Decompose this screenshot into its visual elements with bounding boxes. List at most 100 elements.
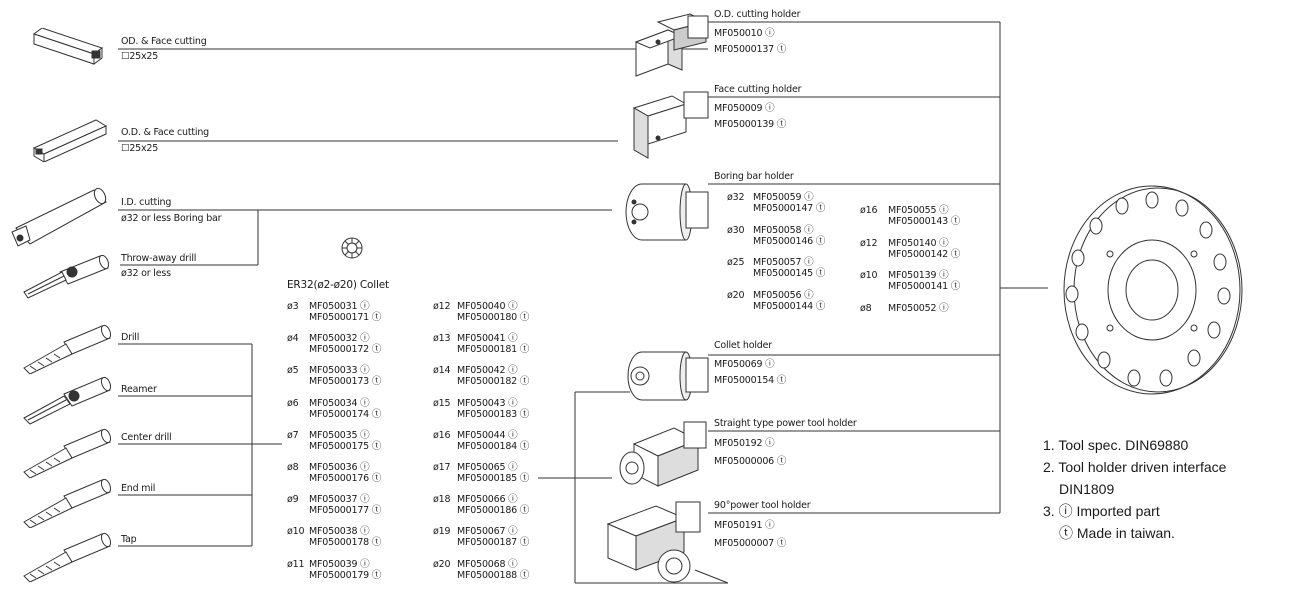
part-code-imported: MF050058 ⓘ xyxy=(753,224,814,236)
notes-block: 1. Tool spec. DIN69880 2. Tool holder dr… xyxy=(1043,434,1226,544)
part-code-imported: MF050038 ⓘ xyxy=(309,526,370,538)
part-code-imported: MF050031 ⓘ xyxy=(309,301,370,312)
part-code-taiwan: MF05000141 ⓣ xyxy=(888,281,961,292)
size-label: ø13 xyxy=(433,333,451,345)
tool-od-face-1-title: OD. & Face cutting xyxy=(121,36,207,47)
collet-holder-title: Collet holder xyxy=(714,340,772,351)
size-label: ø20 xyxy=(433,558,451,570)
turret-disc-icon xyxy=(1063,185,1243,395)
part-code-taiwan: MF05000144 ⓣ xyxy=(753,300,826,312)
size-label: ø17 xyxy=(433,462,451,473)
part-code-imported: MF050068 ⓘ xyxy=(457,558,518,570)
note-3: 3. ⓘ Imported part xyxy=(1043,503,1160,519)
reamer-icon xyxy=(23,376,112,425)
part-code-taiwan: MF05000143 ⓣ xyxy=(888,216,961,227)
collet-icon xyxy=(341,237,363,259)
part-code-taiwan: MF05000174 ⓣ xyxy=(309,408,382,420)
part-code-taiwan: MF05000177 ⓣ xyxy=(309,505,382,517)
part-code-imported: MF050067 ⓘ xyxy=(457,526,518,538)
drill-icon xyxy=(23,324,112,374)
part-code-taiwan: MF05000171 ⓣ xyxy=(309,312,382,323)
face-holder-icon xyxy=(632,91,709,159)
part-code-taiwan: MF05000178 ⓣ xyxy=(309,537,382,549)
part-code-imported: MF050035 ⓘ xyxy=(309,429,370,441)
size-label: ø16 xyxy=(433,429,451,441)
size-label: ø20 xyxy=(727,289,745,301)
size-label: ø32 xyxy=(727,192,745,203)
size-label: ø16 xyxy=(860,205,878,216)
collet-holder-code-a: MF050069 ⓘ xyxy=(714,359,775,370)
tool-od-face-2-spec: ☐25x25 xyxy=(121,143,159,154)
note-1: 1. Tool spec. DIN69880 xyxy=(1043,437,1189,453)
collet-holder-icon xyxy=(627,351,709,401)
part-code-taiwan: MF05000184 ⓣ xyxy=(457,440,530,452)
tool-end-mill-label: End mil xyxy=(121,483,156,494)
note-4: ⓣ Made in taiwan. xyxy=(1059,525,1175,541)
part-code-imported: MF050056 ⓘ xyxy=(753,289,814,301)
part-code-imported: MF050036 ⓘ xyxy=(309,462,370,473)
part-code-taiwan: MF05000172 ⓣ xyxy=(309,344,382,356)
size-label: ø12 xyxy=(433,301,451,312)
part-code-taiwan: MF05000185 ⓣ xyxy=(457,473,530,484)
od-face-tool-icon xyxy=(32,28,104,65)
part-code-imported: MF050065 ⓘ xyxy=(457,462,518,473)
od-holder-code-b: MF05000137 ⓣ xyxy=(714,44,787,55)
size-label: ø19 xyxy=(433,526,451,538)
od-holder-icon xyxy=(634,13,709,77)
part-code-taiwan: MF05000142 ⓣ xyxy=(888,248,961,260)
part-code-taiwan: MF05000186 ⓣ xyxy=(457,505,530,517)
size-label: ø5 xyxy=(287,365,299,377)
part-code-imported: MF050043 ⓘ xyxy=(457,397,518,409)
tool-center-drill-label: Center drill xyxy=(121,432,172,443)
tool-od-face-2-title: O.D. & Face cutting xyxy=(121,127,209,138)
part-code-taiwan: MF05000188 ⓣ xyxy=(457,569,530,581)
straight-holder-code-b: MF05000006 ⓣ xyxy=(714,456,787,467)
note-2-continued: DIN1809 xyxy=(1059,481,1115,497)
straight-holder-title: Straight type power tool holder xyxy=(714,418,857,429)
size-label: ø30 xyxy=(727,224,745,236)
part-code-taiwan: MF05000173 ⓣ xyxy=(309,376,382,388)
part-code-taiwan: MF05000180 ⓣ xyxy=(457,312,530,323)
size-label: ø18 xyxy=(433,494,451,506)
angle-holder-code-b: MF05000007 ⓣ xyxy=(714,538,787,549)
size-label: ø8 xyxy=(860,302,872,314)
part-code-imported: MF050066 ⓘ xyxy=(457,494,518,506)
throw-away-drill-icon xyxy=(23,254,110,299)
part-code-imported: MF050034 ⓘ xyxy=(309,397,370,409)
size-label: ø14 xyxy=(433,365,451,377)
part-code-imported: MF050052 ⓘ xyxy=(888,302,949,314)
tool-throw-drill-title: Throw-away drill xyxy=(121,253,197,264)
size-label: ø15 xyxy=(433,397,451,409)
od-holder-title: O.D. cutting holder xyxy=(714,9,801,20)
size-label: ø8 xyxy=(287,462,299,473)
size-label: ø6 xyxy=(287,397,299,409)
part-code-imported: MF050042 ⓘ xyxy=(457,365,518,377)
size-label: ø25 xyxy=(727,257,745,268)
boring-bar-icon xyxy=(11,187,107,247)
part-code-imported: MF050039 ⓘ xyxy=(309,558,370,570)
tool-tap-label: Tap xyxy=(121,534,137,545)
boring-holder-title: Boring bar holder xyxy=(714,171,794,182)
part-code-imported: MF050037 ⓘ xyxy=(309,494,370,506)
face-holder-code-a: MF050009 ⓘ xyxy=(714,103,775,114)
od-face-tool-icon-2 xyxy=(32,119,108,162)
note-2: 2. Tool holder driven interface xyxy=(1043,459,1227,475)
collet-holder-code-b: MF05000154 ⓣ xyxy=(714,375,787,386)
angle-holder-title: 90°power tool holder xyxy=(714,500,811,511)
collet-title: ER32(ø2-ø20) Collet xyxy=(287,279,389,291)
angle-power-holder-icon xyxy=(606,501,701,583)
size-label: ø10 xyxy=(860,270,878,281)
size-label: ø12 xyxy=(860,237,878,249)
boring-holder-icon xyxy=(625,183,709,241)
end-mill-icon xyxy=(23,478,112,528)
part-code-taiwan: MF05000179 ⓣ xyxy=(309,569,382,581)
tool-throw-drill-spec: ø32 or less xyxy=(121,268,171,279)
part-code-taiwan: MF05000145 ⓣ xyxy=(753,268,826,279)
part-code-imported: MF050040 ⓘ xyxy=(457,301,518,312)
straight-holder-code-a: MF050192 ⓘ xyxy=(714,438,775,449)
tool-id-cutting-spec: ø32 or less Boring bar xyxy=(121,213,222,224)
size-label: ø10 xyxy=(287,526,305,538)
part-code-taiwan: MF05000187 ⓣ xyxy=(457,537,530,549)
